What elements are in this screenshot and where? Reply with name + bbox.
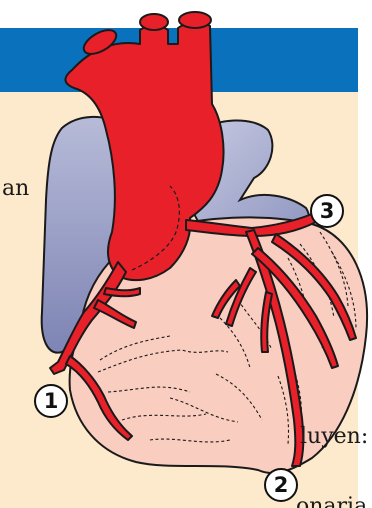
vessel-opening (140, 14, 168, 30)
marker-1: 1 (34, 384, 68, 418)
marker-2: 2 (264, 468, 298, 502)
text-fragment-an: an (2, 176, 29, 201)
text-fragment-luyen: luyen: (300, 424, 368, 449)
artery-branch (104, 288, 140, 296)
vessel-opening (179, 12, 211, 28)
marker-3: 3 (310, 194, 344, 228)
text-fragment-onaria: onaria (296, 496, 367, 508)
